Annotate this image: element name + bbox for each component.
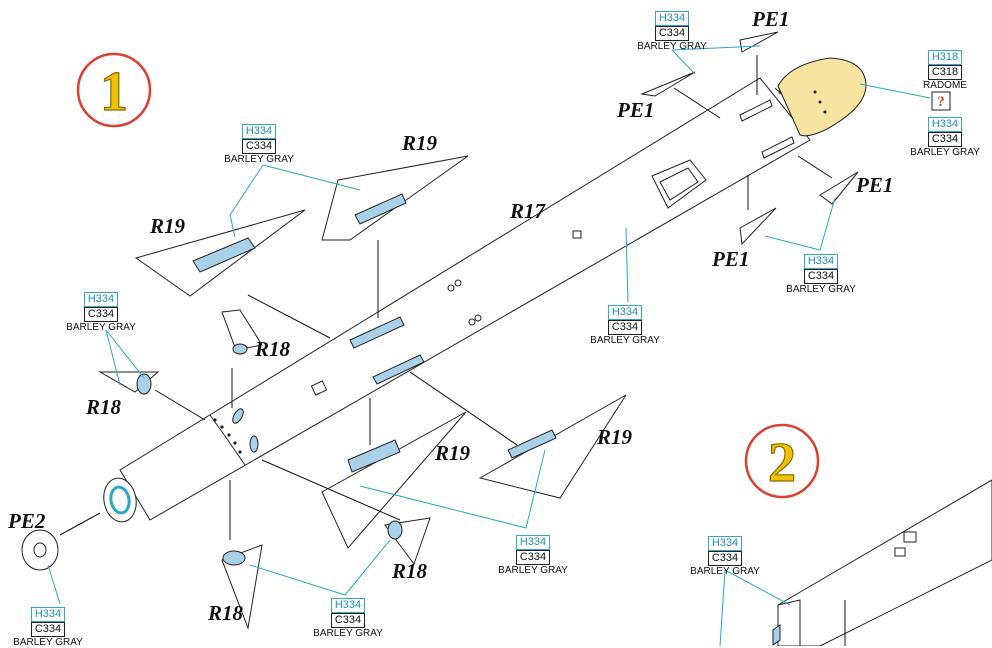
pe1-fin-top	[739, 31, 779, 53]
step-2-body	[772, 479, 992, 646]
label-r19-upper-mid: R19	[401, 131, 438, 155]
pe1-fin-bottom	[739, 207, 777, 246]
svg-text:?: ?	[937, 94, 945, 110]
wing-r19-upper-left	[134, 209, 306, 297]
label-r18-lower-right: R18	[391, 559, 428, 583]
step-2-marker: 2	[744, 423, 820, 499]
fin-r18-lower-right	[384, 517, 431, 566]
callout-leaders	[47, 45, 931, 646]
wing-r19-upper-mid	[321, 155, 469, 241]
label-r19-lower-right: R19	[596, 425, 633, 449]
fin-r18-upper	[221, 309, 263, 355]
fin-r18-left	[98, 371, 160, 395]
label-pe1-left: PE1	[616, 98, 654, 122]
pe1-fin-left	[640, 71, 696, 97]
label-r18-lower-left: R18	[207, 601, 244, 625]
label-pe1-bottom: PE1	[711, 247, 749, 271]
label-r18-left: R18	[85, 395, 122, 419]
assembly-arrows	[59, 55, 846, 646]
label-r19-lower-mid: R19	[434, 441, 471, 465]
pe2-ring	[21, 529, 59, 571]
svg-text:2: 2	[768, 432, 796, 494]
svg-text:1: 1	[100, 61, 128, 123]
unknown-color-marker: ?	[931, 91, 951, 111]
step-1-marker: 1	[76, 52, 152, 128]
wing-r19-lower-right	[478, 394, 627, 499]
missile-body	[103, 77, 811, 523]
label-pe2: PE2	[7, 509, 46, 533]
label-pe1-right: PE1	[855, 173, 893, 197]
label-r18-upper: R18	[254, 337, 291, 361]
label-r19-upper-left: R19	[149, 214, 186, 238]
label-pe1-top: PE1	[751, 7, 789, 31]
pe1-fin-right	[819, 171, 859, 205]
label-r17: R17	[509, 199, 547, 223]
wing-r19-lower-mid	[321, 411, 467, 549]
